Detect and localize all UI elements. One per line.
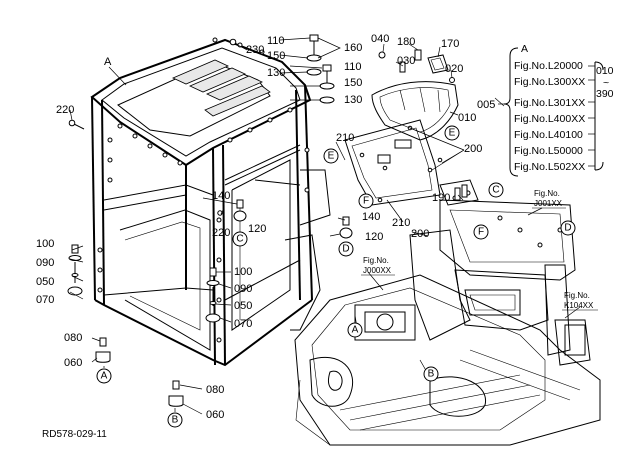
part-label: 110 [344,61,362,73]
svg-text:C: C [236,234,243,245]
callout-e-panel: E [323,148,339,164]
fig-ref-k104-line1: Fig.No. [564,291,590,300]
svg-text:B: B [428,369,435,380]
part-label: 005 [477,99,495,111]
part-label: 220 [212,227,230,239]
fig-list-header: A [521,43,528,55]
part-label: 170 [441,38,459,50]
part-label: 110 [267,35,285,47]
svg-text:E: E [449,128,456,139]
callout-f-panel: F [358,193,374,209]
part-label: 120 [248,223,266,235]
fig-list-item: Fig.No.L50000 [514,145,583,157]
svg-text:F: F [363,196,369,207]
callout-a-base: A [347,322,363,338]
fig-list-item: Fig.No.L20000 [514,60,583,72]
callout-e-cover: E [444,125,460,141]
part-labels: A 110 150 130 160 110 150 130 230 220 04… [36,33,495,421]
fig-list-item: Fig.No.L502XX [514,161,585,173]
part-label: 150 [344,77,362,89]
callout-c-panel: C [488,182,504,198]
fig-list-bracket [498,47,604,177]
svg-text:A: A [101,371,108,382]
callout-d-panel: D [560,220,576,236]
part-label: 130 [267,67,285,79]
svg-text:A: A [352,325,359,336]
part-label: 230 [246,44,264,56]
cab-letter: A [104,56,112,68]
fig-list-item: Fig.No.L300XX [514,76,585,88]
svg-text:D: D [342,244,349,255]
part-label: 210 [392,217,410,229]
callout-c-mount: C [232,231,248,247]
part-label: 140 [212,190,230,202]
part-label: 010 [458,112,476,124]
part-label: 150 [267,50,285,62]
part-label: 130 [344,94,362,106]
part-label: 140 [362,211,380,223]
leader-lines [69,37,581,415]
part-label: 090 [36,257,54,269]
callout-b-base: B [423,366,439,382]
callout-a-mount: A [96,368,112,384]
part-label: 210 [336,132,354,144]
fig-ref-j001-line2: J001XX [534,199,563,208]
part-label: 100 [36,238,54,250]
part-label: 060 [64,357,82,369]
fig-ref-j000-line2: J000XX [363,266,392,275]
part-label: 160 [344,42,362,54]
callout-d-mount: D [338,241,354,257]
svg-text:F: F [478,227,484,238]
svg-text:D: D [564,223,571,234]
part-label: 080 [64,332,82,344]
part-label: 190 [432,192,450,204]
part-label: 200 [411,228,429,240]
figure-references: Fig.No. J001XX Fig.No. J000XX Fig.No. K1… [361,189,598,311]
fig-range-tilde: ~ [603,77,609,89]
part-label: 120 [365,231,383,243]
cab-frame [90,37,331,367]
part-label: 200 [464,143,482,155]
fig-ref-j000-line1: Fig.No. [363,256,389,265]
part-label: 030 [397,55,415,67]
fig-list-item: Fig.No.L40100 [514,129,583,141]
figure-list: A Fig.No.L20000 Fig.No.L300XX Fig.No.L30… [514,43,614,173]
part-label: 040 [371,33,389,45]
interior-panel [344,119,443,206]
fig-ref-k104-line2: K104XX [564,301,594,310]
svg-text:E: E [328,151,335,162]
fig-list-item: Fig.No.L301XX [514,97,585,109]
part-label: 220 [56,104,74,116]
fig-range-to: 390 [596,88,614,100]
part-label: 100 [234,266,252,278]
part-label: 060 [206,409,224,421]
upper-frame-base [294,274,601,446]
part-label: 090 [234,283,252,295]
part-label: 050 [36,276,54,288]
callout-b-mount: B [167,412,183,428]
part-label: 070 [234,318,252,330]
part-label: 070 [36,294,54,306]
svg-text:B: B [172,415,179,426]
part-label: 020 [445,63,463,75]
svg-text:C: C [492,185,499,196]
callout-f-rear: F [473,224,489,240]
fig-ref-j001-line1: Fig.No. [534,189,560,198]
drawing-code: RD578-029-11 [42,429,107,440]
fig-range-from: 010 [596,65,614,77]
part-label: 050 [234,300,252,312]
part-label: 180 [397,36,415,48]
callouts: A A B B C C D D E E F F [96,125,576,428]
fig-list-item: Fig.No.L400XX [514,113,585,125]
part-label: 080 [206,384,224,396]
